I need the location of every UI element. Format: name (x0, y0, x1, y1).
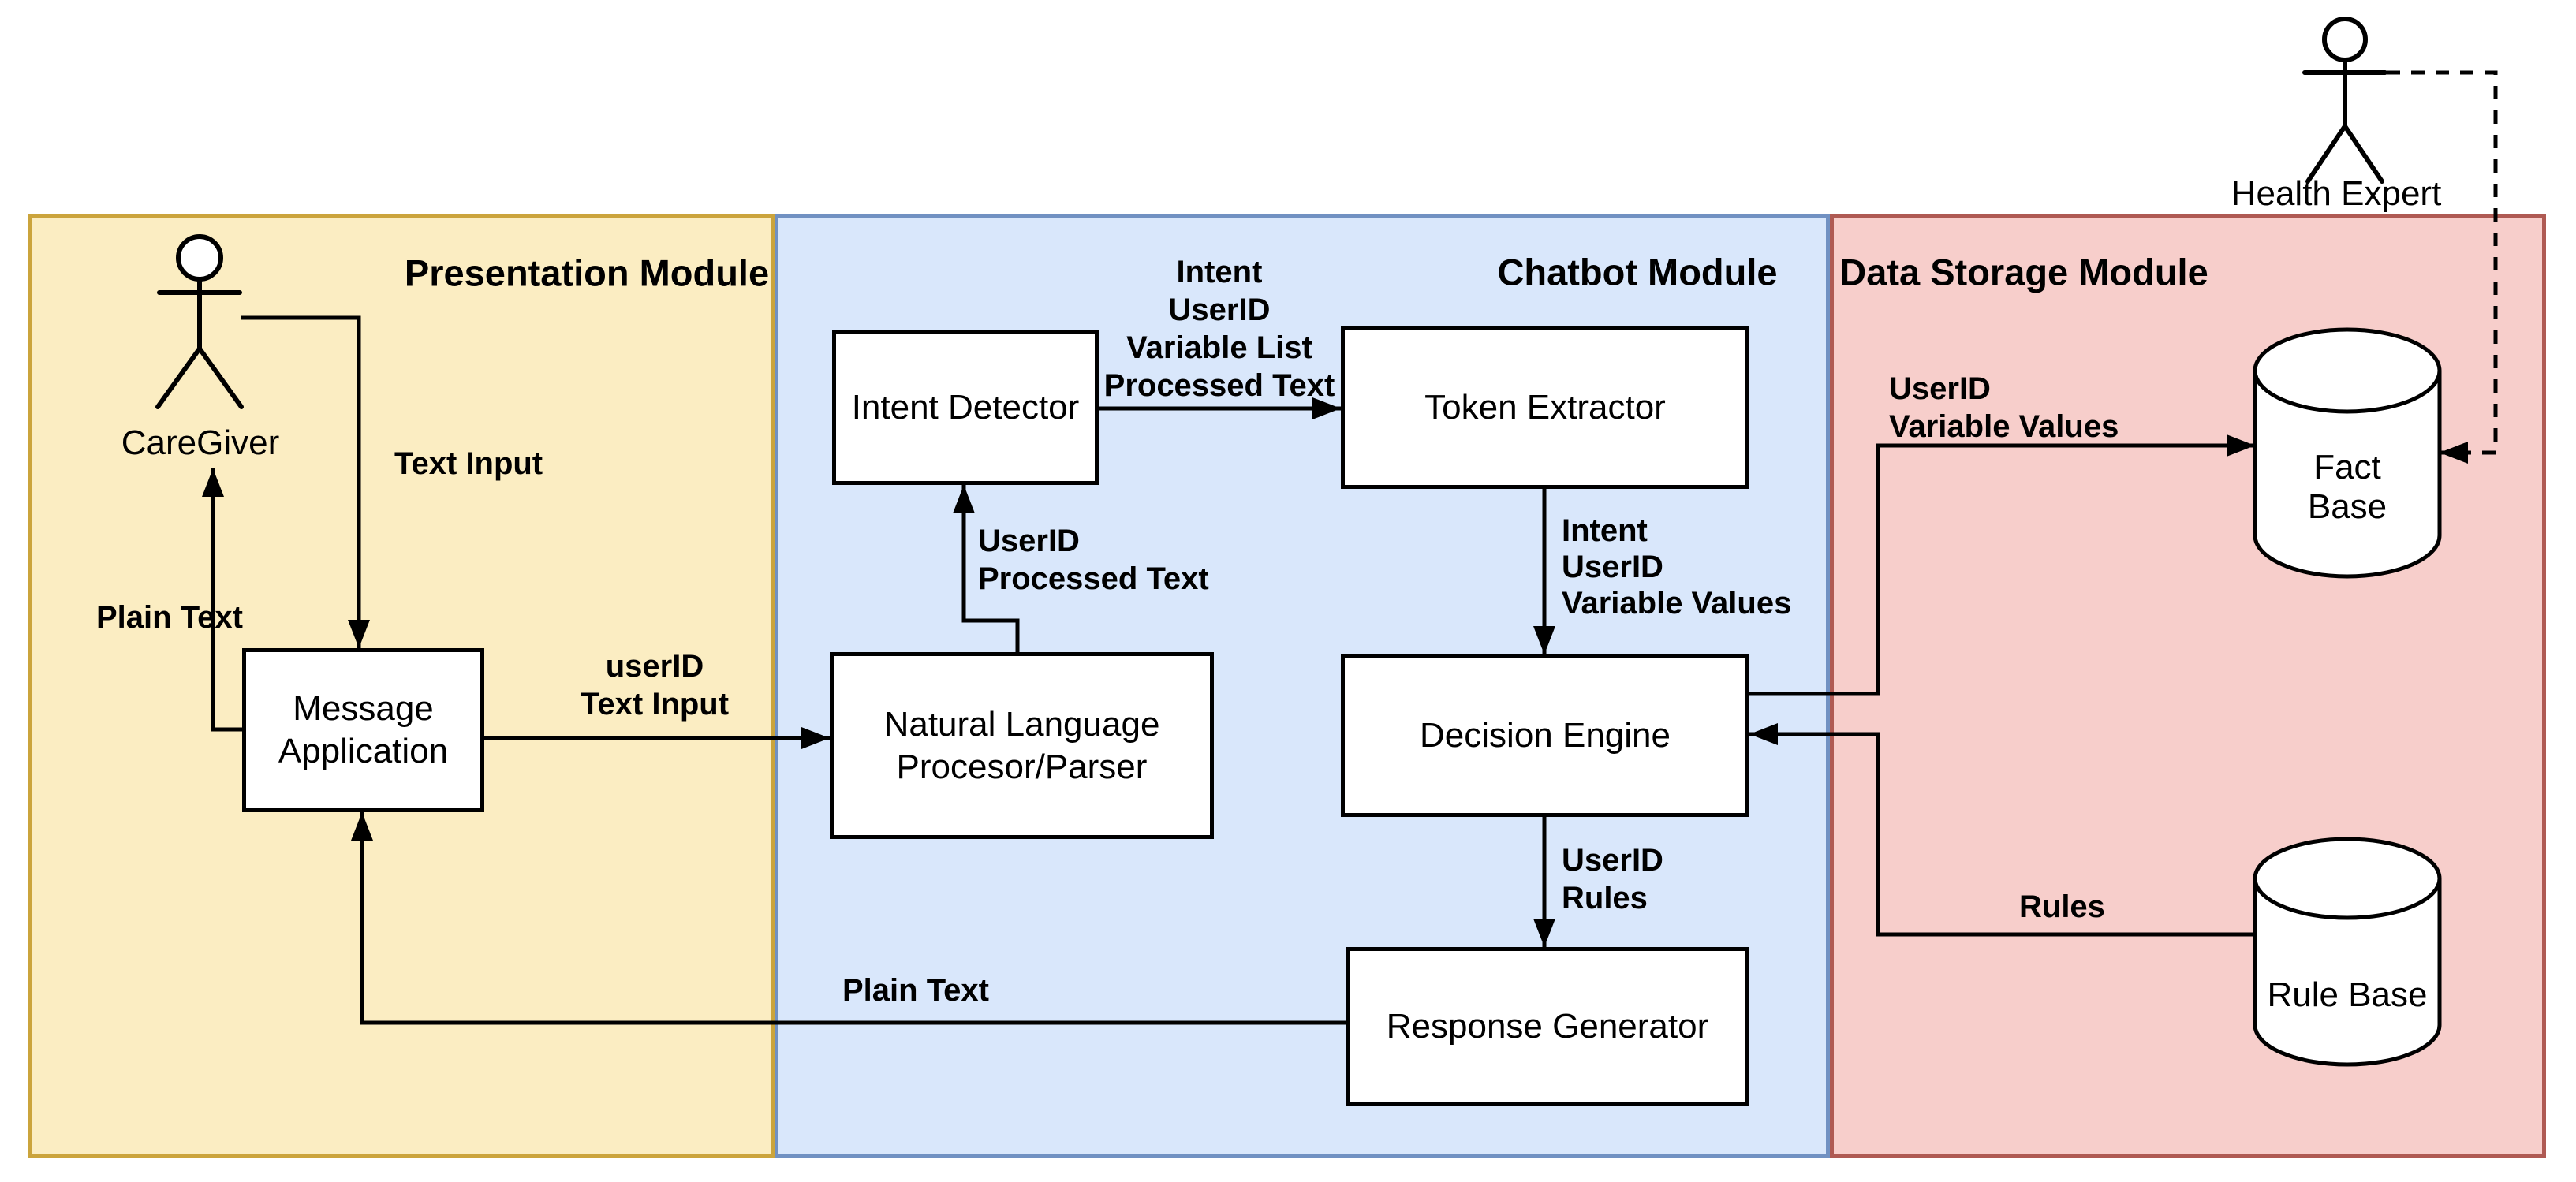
edge-label-line: Variable List (1126, 330, 1312, 365)
edge-label-plain-text-response: Plain Text (842, 973, 989, 1008)
node-response-generator: Response Generator (1346, 947, 1749, 1106)
edge-label-line: Text Input (580, 687, 730, 722)
edge-label-line: Processed Text (1103, 368, 1335, 403)
node-natural-language-processor: Natural Language Procesor/Parser (830, 652, 1214, 839)
edge-label-line: Rules (1562, 881, 1648, 915)
module-title-presentation: Presentation Module (404, 252, 770, 294)
node-label-line: Intent Detector (851, 387, 1080, 427)
node-label-line: Message (293, 689, 434, 728)
module-title-chatbot: Chatbot Module (1497, 251, 1778, 293)
edge-label-userid-variable-values: UserID Variable Values (1889, 370, 2119, 446)
node-label-line: Fact (2313, 448, 2381, 487)
edge-rule-base-to-decision-engine (1749, 723, 2255, 937)
node-label-line: Procesor/Parser (896, 747, 1148, 786)
rule-base-label: Rule Base (2267, 975, 2427, 1015)
edge-label-intent-userid-variablevalues: Intent UserID Variable Values (1562, 513, 1791, 621)
node-message-application: Message Application (242, 648, 484, 812)
node-label-line: Base (2307, 487, 2387, 526)
node-token-extractor: Token Extractor (1341, 326, 1749, 489)
health-expert-body (2302, 58, 2387, 184)
health-expert-label: Health Expert (2231, 174, 2442, 213)
fact-base-cylinder-body (2253, 371, 2442, 579)
fact-base-label: Fact Base (2308, 448, 2387, 527)
caregiver-body (155, 277, 244, 409)
rule-base-cylinder-body (2253, 878, 2442, 1067)
edge-label-userid-processed-text: UserID Processed Text (978, 522, 1209, 598)
node-label-line: Response Generator (1386, 1007, 1709, 1046)
edge-label-line: UserID (1168, 293, 1271, 327)
edge-label-line: Intent (1562, 513, 1648, 548)
edge-label-line: Intent (1176, 255, 1263, 289)
caregiver-label: CareGiver (121, 423, 280, 462)
edge-label-rules: Rules (2019, 889, 2105, 924)
health-expert-head (2322, 17, 2368, 62)
rule-base-cylinder-top (2253, 837, 2442, 920)
module-title-data-storage: Data Storage Module (1839, 251, 2208, 293)
edge-health-expert-to-fact-base (2387, 70, 2498, 464)
node-label-line: Application (278, 732, 449, 770)
edge-response-generator-to-message-application (351, 811, 1346, 1025)
edge-label-line: Variable Values (1889, 409, 2119, 444)
node-intent-detector: Intent Detector (832, 330, 1099, 485)
edge-label-line: UserID (1889, 371, 1991, 406)
fact-base-cylinder (2253, 327, 2442, 579)
health-expert-actor-icon (2302, 17, 2387, 184)
edge-label-line: UserID (978, 524, 1080, 558)
node-label-line: Token Extractor (1424, 387, 1666, 427)
edge-decision-engine-to-fact-base (1749, 434, 2256, 696)
edges (202, 70, 2498, 1025)
caregiver-actor-icon (155, 234, 244, 409)
edge-label-userid-rules: UserID Rules (1562, 841, 1663, 917)
rule-base-cylinder (2253, 837, 2442, 1067)
edge-label-intent-userid-variablelist-processedtext: Intent UserID Variable List Processed Te… (1104, 253, 1335, 405)
node-label-line: Decision Engine (1420, 716, 1671, 755)
edge-label-userid-text-input: userID Text Input (581, 647, 729, 723)
edge-label-text-input: Text Input (394, 446, 543, 481)
edge-label-line: UserID (1562, 550, 1663, 584)
node-label-line: Rule Base (2267, 975, 2428, 1014)
edge-message-application-to-caregiver (202, 468, 242, 732)
edge-label-line: userID (605, 649, 704, 684)
node-decision-engine: Decision Engine (1341, 654, 1749, 817)
edge-label-line: Variable Values (1562, 586, 1792, 621)
caregiver-head (176, 234, 223, 282)
edge-label-line: UserID (1562, 843, 1663, 878)
edge-caregiver-to-message-application (241, 315, 370, 649)
node-label-line: Natural Language (883, 704, 1160, 744)
fact-base-cylinder-top (2253, 327, 2442, 414)
edge-label-plain-text-to-caregiver: Plain Text (96, 600, 243, 635)
edge-label-line: Processed Text (978, 561, 1209, 596)
edge-nlp-to-intent-detector (953, 484, 1020, 652)
